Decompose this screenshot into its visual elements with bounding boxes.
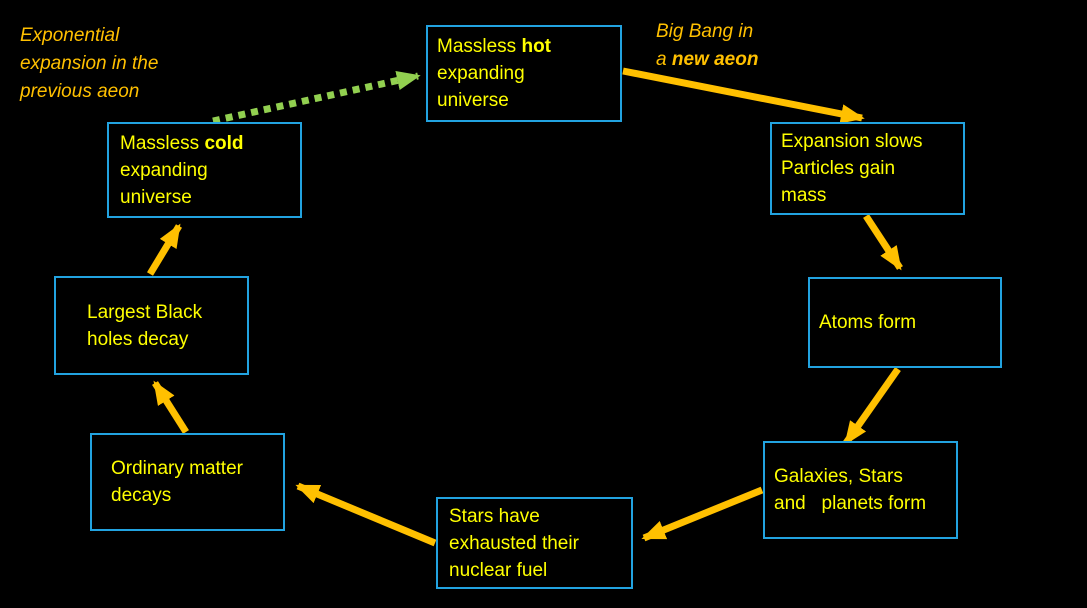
node-label: Massless cold expanding universe [109,130,244,211]
annotation-line: Big Bang in [656,21,754,42]
node-text: Massless [120,132,205,154]
node-ordinary-matter-decays: Ordinary matter decays [90,433,285,531]
annotation-line: expansion in the [20,53,159,74]
node-label: Massless hot expanding universe [428,33,551,114]
node-text: Massless [437,36,522,57]
node-text: exhausted their [449,532,579,554]
node-text: Ordinary matter [111,458,243,479]
node-label: Atoms form [810,309,916,336]
node-massless-hot: Massless hot expanding universe [426,25,622,122]
node-text: Particles gain [781,158,896,179]
node-label: Ordinary matter decays [92,455,243,509]
ordinary-to-largest-arrow [152,380,189,434]
node-text: Atoms form [819,312,917,333]
node-label: Largest Black holes decay [56,299,202,353]
node-label: Galaxies, Stars and planets form [765,463,926,517]
node-text-bold: hot [521,36,552,57]
node-galaxies-stars-planets-form: Galaxies, Stars and planets form [763,441,958,539]
node-text: universe [120,186,192,208]
annotation-bold: new aeon [671,49,759,70]
annotation-line: previous aeon [20,81,140,102]
cold-to-hot-dotted-arrow [212,70,421,125]
hot-to-expansion-arrow [622,67,865,124]
new-aeon-annotation: Big Bang in a new aeon [656,18,876,74]
node-text-bold: cold [204,132,244,154]
node-atoms-form: Atoms form [808,277,1002,368]
node-text: mass [781,185,827,206]
expansion-to-atoms-arrow [863,214,903,271]
galaxies-to-stars-arrow [641,486,764,542]
node-text: Galaxies, Stars [774,466,903,487]
largest-to-cold-arrow [147,223,182,276]
atoms-to-galaxies-arrow [843,366,901,446]
node-text: Expansion slows [781,131,923,152]
previous-aeon-annotation: Exponential expansion in the previous ae… [20,22,250,106]
node-massless-cold: Massless cold expanding universe [107,122,302,218]
node-text: decays [111,485,172,506]
node-text: universe [437,90,509,111]
annotation-line: a [656,49,672,70]
node-text: expanding [120,159,208,181]
node-stars-exhausted-fuel: Stars have exhausted their nuclear fuel [436,497,633,589]
node-largest-black-holes-decay: Largest Black holes decay [54,276,249,375]
node-text: nuclear fuel [449,559,548,581]
node-text: and planets form [774,493,927,514]
node-text: Largest Black [87,301,203,323]
node-text: Stars have [449,505,540,527]
node-text: holes decay [87,328,189,350]
node-label: Stars have exhausted their nuclear fuel [438,503,579,584]
stars-to-ordinary-arrow [295,482,437,547]
node-text: expanding [437,63,525,84]
annotation-line: Exponential [20,25,120,46]
